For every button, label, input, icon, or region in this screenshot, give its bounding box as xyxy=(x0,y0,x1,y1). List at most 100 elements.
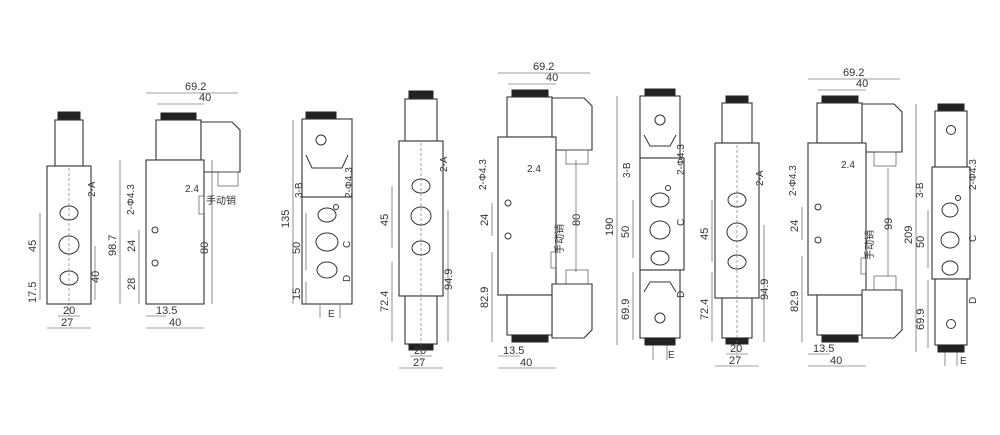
v5-mount-hole-1 xyxy=(504,199,512,207)
v5-connector-bottom xyxy=(551,283,593,339)
v8-coil-bottom xyxy=(816,294,863,336)
v2-dim-right: 80 xyxy=(199,242,211,254)
v2-dim-bot-outer: 40 xyxy=(169,317,181,329)
v4-coil-top xyxy=(404,98,438,142)
v1-coil-cap xyxy=(57,111,81,121)
v9-dim-e: E xyxy=(960,356,967,367)
v8-manual-label: 手动销 xyxy=(863,230,876,260)
v2-manual-pin xyxy=(198,195,205,215)
v4-dim-top: 45 xyxy=(379,214,391,226)
v9-dim-height: 209 xyxy=(903,226,915,244)
v8-mount-hole-2 xyxy=(814,236,822,244)
v9-indicator-top xyxy=(946,125,956,135)
v1-coil xyxy=(54,119,84,167)
v1-port-label: 2-A xyxy=(87,181,98,197)
v8-dim-bot: 82.9 xyxy=(789,291,801,312)
v3-port-c-label: C xyxy=(342,241,353,248)
v2-coil-cap xyxy=(160,112,197,121)
v3-port-b xyxy=(317,207,337,223)
v7-dim-w-outer: 27 xyxy=(729,355,741,367)
v9-port-d xyxy=(941,260,959,276)
v3-coil-cap xyxy=(305,111,337,120)
v5-coil-top xyxy=(506,96,553,138)
v8-manual-pin xyxy=(860,257,867,275)
v5-dim-right: 80 xyxy=(571,214,583,226)
view-8-double-solenoid-side-variant: 69.2 40 2-Φ4.3 2.4 24 99 手动销 82.9 13.5 4… xyxy=(788,67,903,367)
v7-dim-right: 94.9 xyxy=(759,279,771,300)
v2-hole-label: 2-Φ4.3 xyxy=(126,184,137,215)
v1-dim-w-inner: 20 xyxy=(63,305,75,317)
v6-coil-cap-top xyxy=(644,88,676,97)
v9-port-c-label: C xyxy=(968,235,979,242)
v3-dim-bot: E xyxy=(328,309,335,320)
v2-dim-low: 28 xyxy=(126,278,138,290)
v6-mount-hole xyxy=(665,185,671,191)
v5-dim-top-outer: 69.2 xyxy=(533,61,554,73)
v2-gap-label: 2.4 xyxy=(185,184,199,195)
v8-dim-bot-inner: 13.5 xyxy=(813,343,834,355)
v4-coil-cap-top xyxy=(408,90,434,100)
v6-dim-e: E xyxy=(668,350,675,361)
view-7-double-solenoid-front-variant: 2-A 45 72.4 94.9 20 27 xyxy=(699,95,771,367)
v8-dim-top-outer: 69.2 xyxy=(843,67,864,79)
v1-dim-w-outer: 27 xyxy=(61,317,73,329)
v6-coil-top xyxy=(639,95,681,159)
v9-port-d-label: D xyxy=(968,297,979,304)
v3-dim-mid: 50 xyxy=(291,242,303,254)
v6-coil-bottom xyxy=(639,269,681,339)
v6-port-c-label: C xyxy=(676,219,687,226)
v8-connector-top xyxy=(861,103,903,153)
v1-dim-h2: 17.5 xyxy=(27,282,39,303)
v9-dim-mid: 50 xyxy=(915,236,927,248)
v6-port-c xyxy=(649,220,671,240)
v5-gland-bottom xyxy=(565,269,589,285)
v8-gap-label: 2.4 xyxy=(841,160,855,171)
v2-valve-body xyxy=(145,159,205,305)
v5-gland-top xyxy=(565,149,589,165)
v2-dim-bot-inner: 13.5 xyxy=(156,305,177,317)
v3-coil-face xyxy=(305,154,349,169)
v6-port-d xyxy=(650,250,670,266)
v2-dim-top-outer: 69.2 xyxy=(185,81,206,93)
v2-manual-label: 手动销 xyxy=(206,194,236,207)
v2-connector-gland xyxy=(217,171,239,187)
v7-dim-w-inner: 20 xyxy=(730,343,742,355)
v2-connector xyxy=(200,121,241,173)
v7-port-label: 2-A xyxy=(755,170,766,186)
v8-coil-cap-bottom xyxy=(821,334,859,343)
v8-valve-body xyxy=(807,142,867,296)
v6-dim-mid: 50 xyxy=(620,226,632,238)
v9-mount-hole xyxy=(955,195,961,201)
v3-upper-body xyxy=(301,118,353,198)
v7-dim-top: 45 xyxy=(699,228,711,240)
v5-dim-top-inner: 40 xyxy=(546,72,558,84)
v7-dim-bot: 72.4 xyxy=(699,299,711,320)
v9-dim-bot: 69.9 xyxy=(915,309,927,330)
v3-port-d xyxy=(316,261,338,279)
v9-indicator-bottom xyxy=(946,319,956,329)
v8-gland-top xyxy=(873,151,897,167)
v5-coil-cap-bottom xyxy=(511,334,549,343)
v4-dim-w-outer: 27 xyxy=(413,357,425,369)
v6-port-b-label: 3-B xyxy=(622,162,633,178)
v4-dim-w-inner: 20 xyxy=(414,345,426,357)
v6-port-d-label: D xyxy=(676,291,687,298)
v1-dim-h3: 40 xyxy=(90,271,102,283)
v8-dim-top-inner: 40 xyxy=(856,78,868,90)
v8-hole-label: 2-Φ4.3 xyxy=(788,165,799,196)
v2-mount-hole-2 xyxy=(151,259,159,267)
v5-dim-bot: 82.9 xyxy=(479,287,491,308)
v2-dim-mid: 24 xyxy=(126,240,138,252)
v4-dim-right: 94.9 xyxy=(443,269,455,290)
v6-dim-bot: 69.9 xyxy=(620,299,632,320)
v3-port-b-label: 3-B xyxy=(294,182,305,198)
v8-mount-hole-1 xyxy=(814,203,822,211)
v3-hole-label: 2-Φ4.3 xyxy=(344,167,355,198)
v3-indicator xyxy=(315,134,327,146)
v8-dim-bot-outer: 40 xyxy=(830,355,842,367)
v3-port-d-label: D xyxy=(342,275,353,282)
v2-dim-top-inner: 40 xyxy=(199,92,211,104)
v5-coil-cap-top xyxy=(511,89,549,98)
